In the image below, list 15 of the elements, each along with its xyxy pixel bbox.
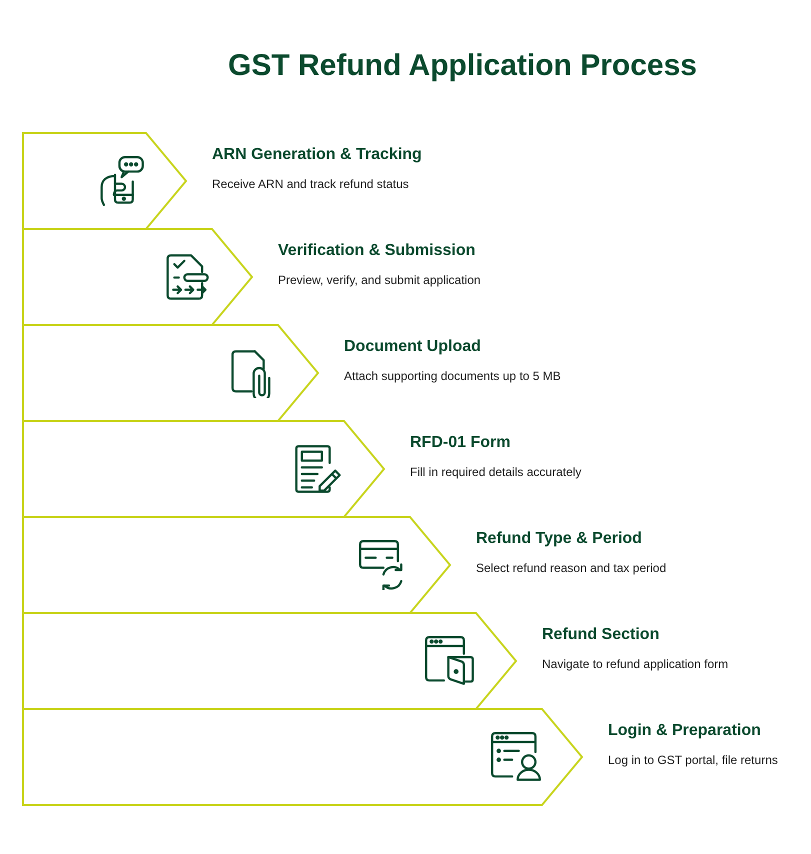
step-description: Log in to GST portal, file returns [608, 753, 778, 768]
step-title: RFD-01 Form [410, 433, 510, 453]
step-title: ARN Generation & Tracking [212, 145, 422, 165]
step-title: Document Upload [344, 337, 481, 357]
step-description: Navigate to refund application form [542, 657, 728, 672]
step-description: Preview, verify, and submit application [278, 273, 481, 288]
step-title: Verification & Submission [278, 241, 476, 261]
step-description: Receive ARN and track refund status [212, 177, 409, 192]
step-description: Attach supporting documents up to 5 MB [344, 369, 561, 384]
step-description: Select refund reason and tax period [476, 561, 666, 576]
diagram-title: GST Refund Application Process [228, 48, 697, 84]
step-title: Refund Section [542, 625, 660, 645]
step-description: Fill in required details accurately [410, 465, 582, 480]
step-title: Refund Type & Period [476, 529, 642, 549]
step-title: Login & Preparation [608, 721, 761, 741]
